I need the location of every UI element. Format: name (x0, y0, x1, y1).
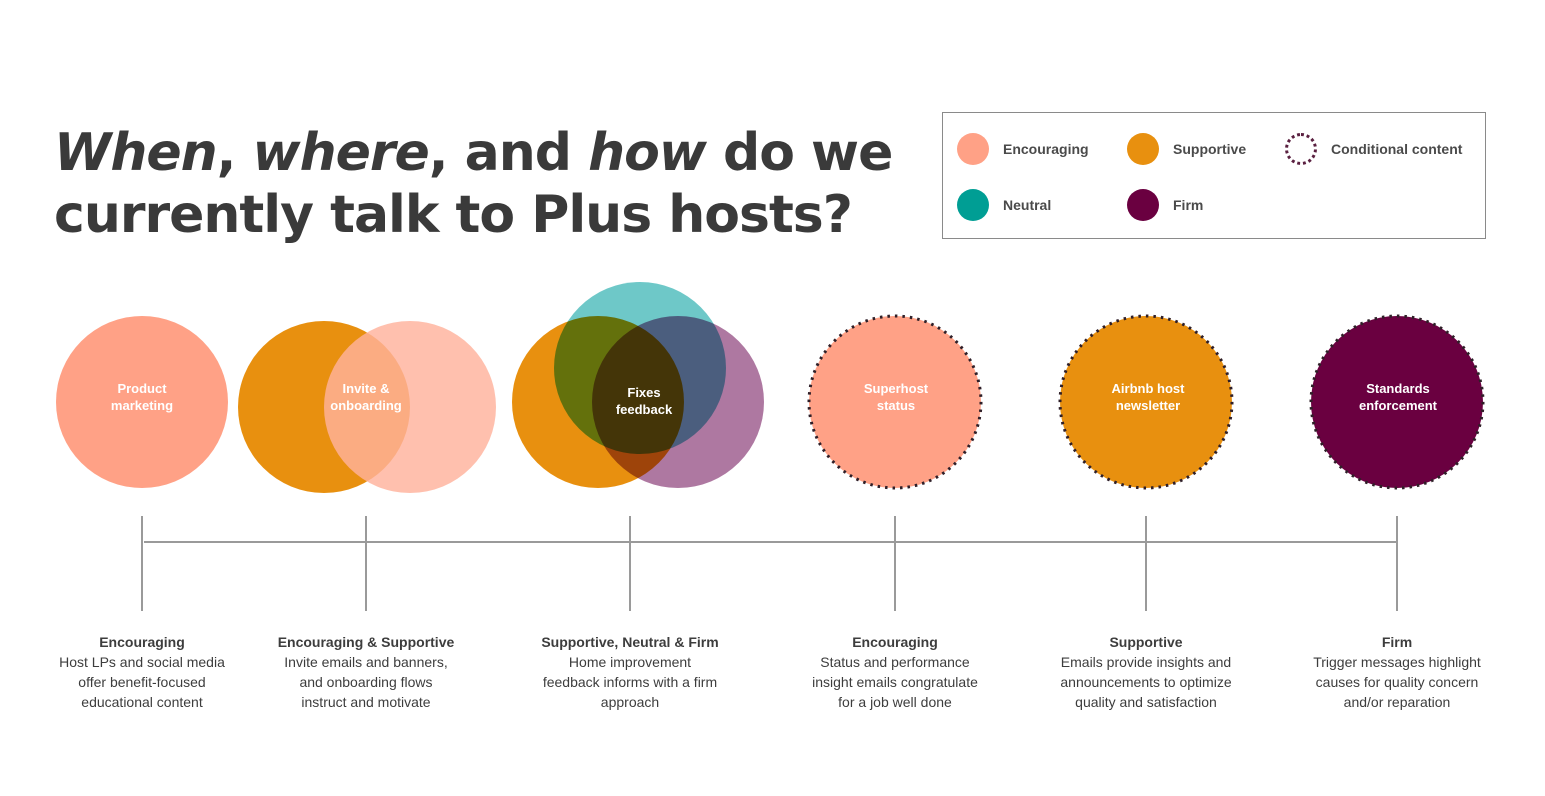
encouraging-swatch (957, 133, 989, 165)
title-do-we: do we (705, 123, 893, 183)
circle-label-line: status (877, 398, 915, 413)
description-text: Status and performance insight emails co… (812, 654, 978, 710)
legend-label-conditional: Conditional content (1331, 141, 1463, 157)
superhost-status-circle-dotted-outline (807, 314, 983, 490)
legend: Encouraging Supportive Conditional conte… (942, 112, 1486, 239)
host-newsletter-circle (1060, 316, 1232, 488)
legend-item-neutral: Neutral (957, 189, 1051, 221)
circle-label-line: Superhost (864, 381, 929, 396)
legend-label-firm: Firm (1173, 197, 1204, 213)
circle-label: Fixes feedback (616, 385, 673, 417)
tone-label: Encouraging (852, 634, 938, 650)
description-text: Invite emails and banners, and onboardin… (284, 654, 448, 710)
tone-label: Firm (1381, 634, 1413, 650)
dotted-circle-swatch (1285, 133, 1317, 165)
tone-label: Supportive (1109, 634, 1183, 650)
host-newsletter-circle-dotted-outline (1058, 314, 1234, 490)
circle-label: Invite & onboarding (330, 381, 402, 413)
legend-item-conditional: Conditional content (1285, 133, 1462, 165)
legend-item-encouraging: Encouraging (957, 133, 1089, 165)
title-and: , and (428, 123, 589, 183)
description-text: Trigger messages highlight causes for qu… (1313, 654, 1481, 710)
legend-label-supportive: Supportive (1173, 141, 1247, 157)
tone-label: Encouraging (99, 634, 185, 650)
tone-label: Supportive, Neutral & Firm (541, 634, 719, 650)
description-text: Home improvement feedback informs with a… (542, 654, 718, 710)
description-text: Host LPs and social media offer benefit-… (59, 654, 225, 710)
title-line-2: currently talk to Plus hosts? (54, 185, 853, 245)
title-where: where (252, 123, 430, 183)
circle-label-line: Standards (1366, 381, 1430, 396)
fixes-firm-circle (592, 316, 764, 488)
standards-enforcement-circle (1311, 316, 1483, 488)
circle-label: Superhost status (864, 381, 929, 413)
legend-label-neutral: Neutral (1003, 197, 1052, 213)
firm-swatch (1127, 189, 1159, 221)
circle-label-line: Airbnb host (1112, 381, 1186, 396)
circle-label-line: Fixes (627, 385, 660, 400)
title-how: how (588, 123, 707, 183)
neutral-swatch (957, 189, 989, 221)
circle-label: Airbnb host newsletter (1112, 381, 1186, 413)
legend-item-supportive: Supportive (1127, 133, 1246, 165)
description-text: Emails provide insights and announcement… (1060, 654, 1232, 710)
product-marketing-circle (56, 316, 228, 488)
supportive-swatch (1127, 133, 1159, 165)
circle-label-line: feedback (616, 402, 673, 417)
invite-encouraging-circle (324, 321, 496, 493)
circle-label-line: onboarding (330, 398, 402, 413)
circle-label: Standards enforcement (1359, 381, 1438, 413)
title-when: When (54, 123, 218, 183)
title-comma-1: , (216, 123, 253, 183)
circle-label-line: Product (117, 381, 167, 396)
superhost-status-circle (809, 316, 981, 488)
circle-label-line: newsletter (1116, 398, 1180, 413)
circle-label-line: Invite & (343, 381, 390, 396)
tone-label: Encouraging & Supportive (277, 634, 455, 650)
standards-enforcement-circle-dotted-outline (1309, 314, 1485, 490)
circle-label: Product marketing (111, 381, 173, 413)
legend-label-encouraging: Encouraging (1003, 141, 1089, 157)
legend-item-firm: Firm (1127, 189, 1203, 221)
circle-label-line: marketing (111, 398, 173, 413)
circle-label-line: enforcement (1359, 398, 1438, 413)
